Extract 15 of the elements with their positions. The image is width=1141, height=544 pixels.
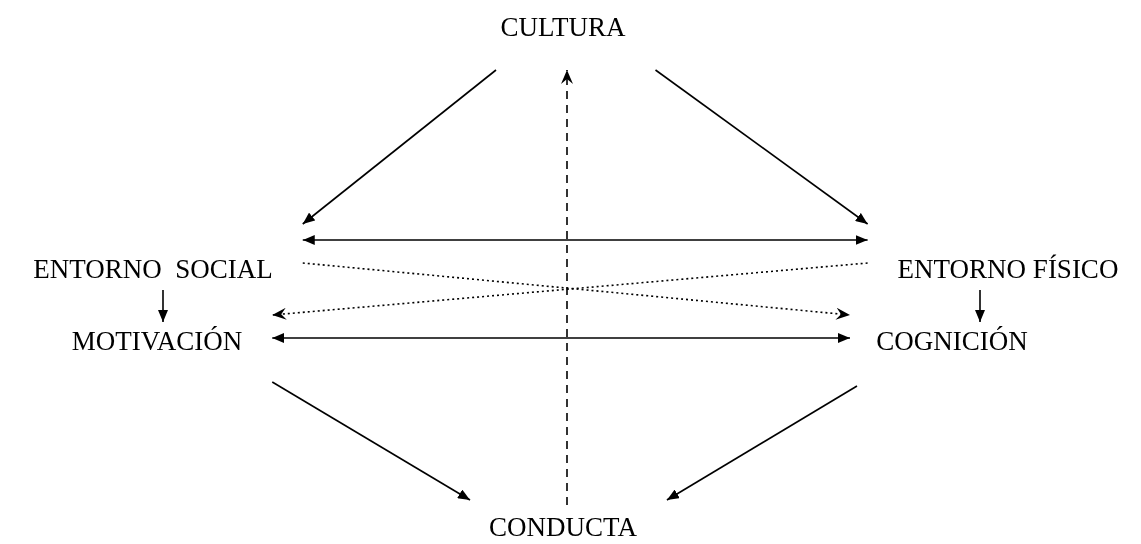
concept-label: ENTORNO SOCIAL bbox=[33, 254, 273, 284]
arrow bbox=[158, 289, 168, 323]
arrow bbox=[975, 289, 985, 323]
concept-label: CULTURA bbox=[500, 12, 626, 42]
arrow bbox=[561, 69, 573, 506]
arrow bbox=[301, 69, 497, 225]
concept-label: CONDUCTA bbox=[489, 512, 637, 542]
concept-label: COGNICIÓN bbox=[876, 326, 1028, 356]
arrow bbox=[271, 381, 471, 501]
arrow bbox=[301, 235, 869, 245]
concept-label: MOTIVACIÓN bbox=[71, 326, 243, 356]
arrow bbox=[271, 333, 851, 343]
concept-label: ENTORNO FÍSICO bbox=[897, 254, 1119, 284]
arrow bbox=[654, 69, 869, 225]
arrow bbox=[666, 385, 858, 501]
